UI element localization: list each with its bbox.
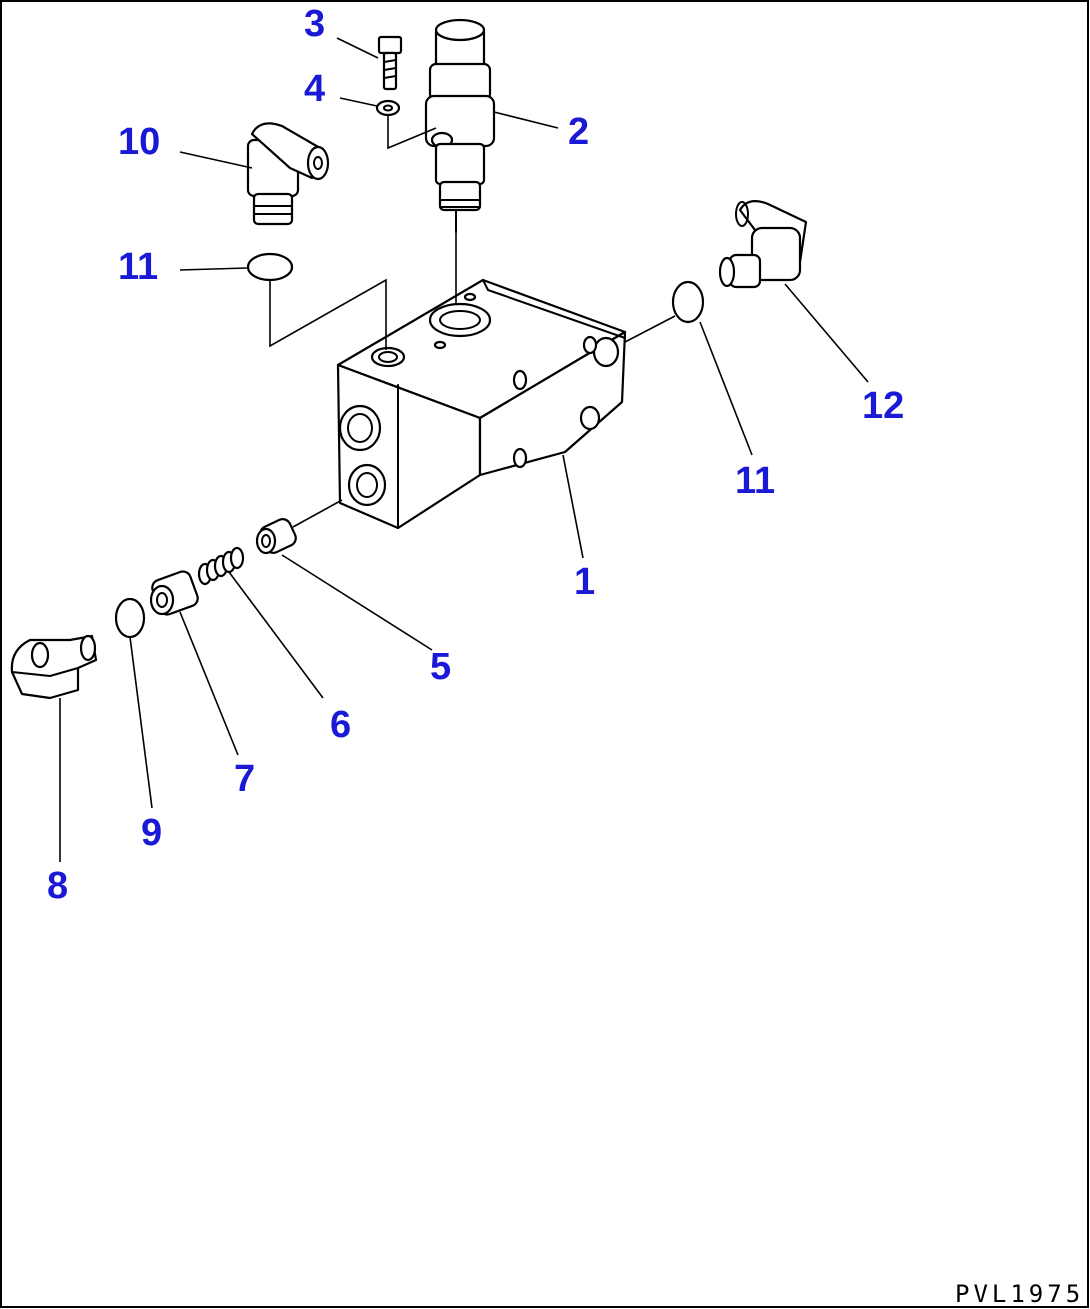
callout-7: 7 [234, 758, 255, 800]
drawing-code: PVL1975 [955, 1280, 1084, 1308]
part-9-o-ring [114, 597, 146, 639]
callout-4: 4 [304, 68, 325, 110]
part-8-fitting [10, 634, 98, 700]
callout-3: 3 [304, 3, 325, 45]
part-4-washer [375, 99, 401, 117]
callout-10: 10 [118, 121, 160, 163]
callout-labels: 3 4 2 10 11 12 11 1 5 6 7 9 8 [47, 3, 904, 907]
part-11-o-ring-right [671, 280, 705, 324]
leader-lines [59, 37, 869, 862]
part-11-o-ring-top [246, 252, 294, 282]
part-12-elbow-fitting [718, 199, 808, 289]
part-6-spring [197, 546, 245, 586]
part-1-valve-block [336, 278, 627, 530]
callout-11-top: 11 [118, 246, 158, 288]
callout-2: 2 [568, 111, 589, 153]
part-3-bolt [377, 35, 403, 91]
callout-9: 9 [141, 812, 162, 854]
part-5-seat [255, 518, 297, 555]
part-7-poppet [149, 570, 199, 616]
callout-5: 5 [430, 646, 451, 688]
callout-6: 6 [330, 704, 351, 746]
callout-11-right: 11 [735, 460, 775, 502]
callout-8: 8 [47, 865, 68, 907]
callout-12: 12 [862, 385, 904, 427]
part-2-cartridge-valve [424, 18, 496, 233]
part-10-elbow-fitting [246, 122, 330, 226]
callout-1: 1 [574, 561, 595, 603]
